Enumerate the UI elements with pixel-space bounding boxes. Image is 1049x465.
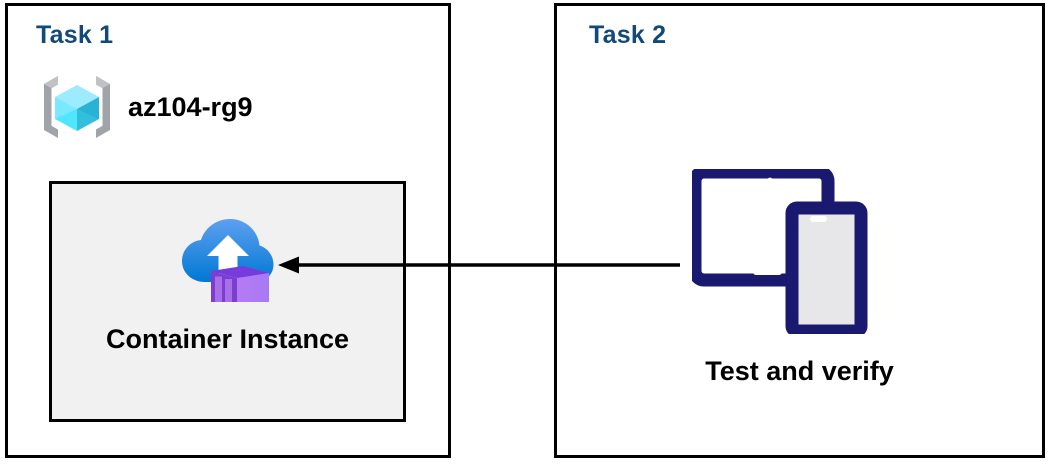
container-instance-box: Container Instance [49,181,406,422]
test-and-verify-label: Test and verify [705,356,894,386]
task-2-panel: Task 2 Test and verify [554,3,1045,458]
azure-resource-group-icon [44,76,110,138]
container-instance-label: Container Instance [105,324,350,354]
task-1-panel: Task 1 az104-rg9 [5,3,451,458]
task-2-title: Task 2 [589,21,667,49]
tablet-and-phone-devices-icon [692,169,868,334]
resource-group-label: az104-rg9 [128,91,253,122]
azure-container-instance-icon [181,219,273,302]
resource-group-row: az104-rg9 [38,68,253,146]
task-1-title: Task 1 [36,21,114,49]
